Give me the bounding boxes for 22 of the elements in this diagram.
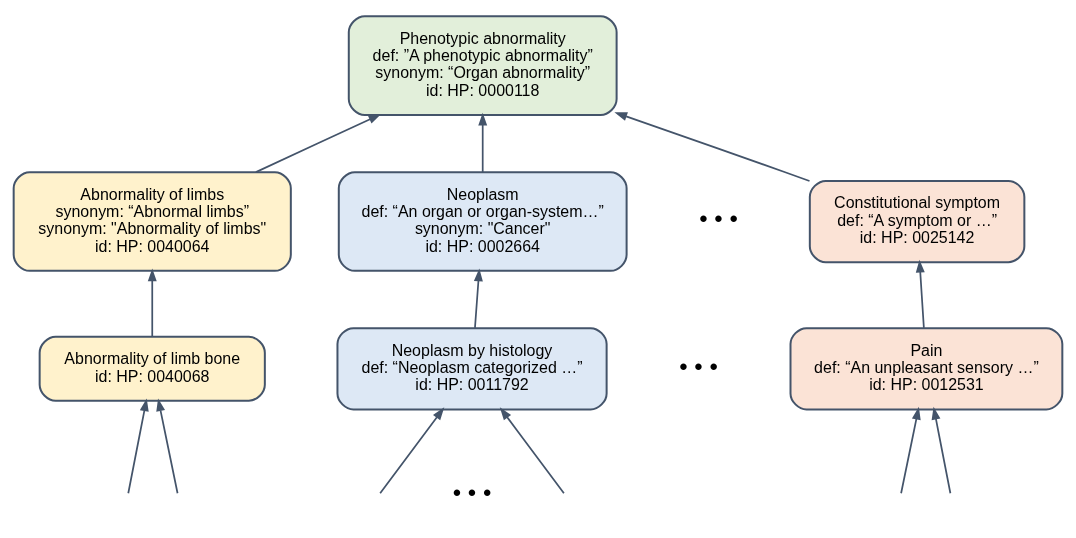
node-box: Neoplasm def: “An organ or organ-system…” synonym: "Cancer" id: HP: 0002664	[337, 170, 628, 272]
arrow	[614, 111, 811, 182]
node-box: Abnormality of limb bone id: HP: 0040068	[38, 335, 266, 402]
arrow	[915, 259, 925, 329]
arrow	[499, 406, 565, 494]
arrow	[255, 113, 382, 173]
arrow	[900, 406, 921, 494]
node-box: Neoplasm by histology def: “Neoplasm categorized …” id: HP: 0011792	[336, 326, 608, 410]
arrow	[478, 112, 488, 173]
node-box: Pain def: “An unpleasant sensory …” id: HP: 0012531	[789, 326, 1064, 410]
label: • • •	[452, 478, 492, 506]
arrow	[379, 406, 445, 494]
arrow	[156, 397, 179, 494]
arrow	[127, 397, 149, 494]
label: • • •	[699, 204, 738, 232]
arrow	[931, 406, 952, 494]
node-box: Phenotypic abnormality def: ”A phenotypic abnormality” synonym: “Organ abnormality” id: HP: 0000118	[347, 14, 618, 116]
arrow	[473, 268, 483, 329]
node-box: Abnormality of limbs synonym: “Abnormal limbs” synonym: "Abnormality of limbs" id: HP: 0040064	[12, 170, 292, 272]
node-box: Constitutional symptom def: “A symptom or …” id: HP: 0025142	[808, 179, 1026, 263]
arrow	[147, 268, 157, 338]
label: • • •	[679, 352, 718, 380]
